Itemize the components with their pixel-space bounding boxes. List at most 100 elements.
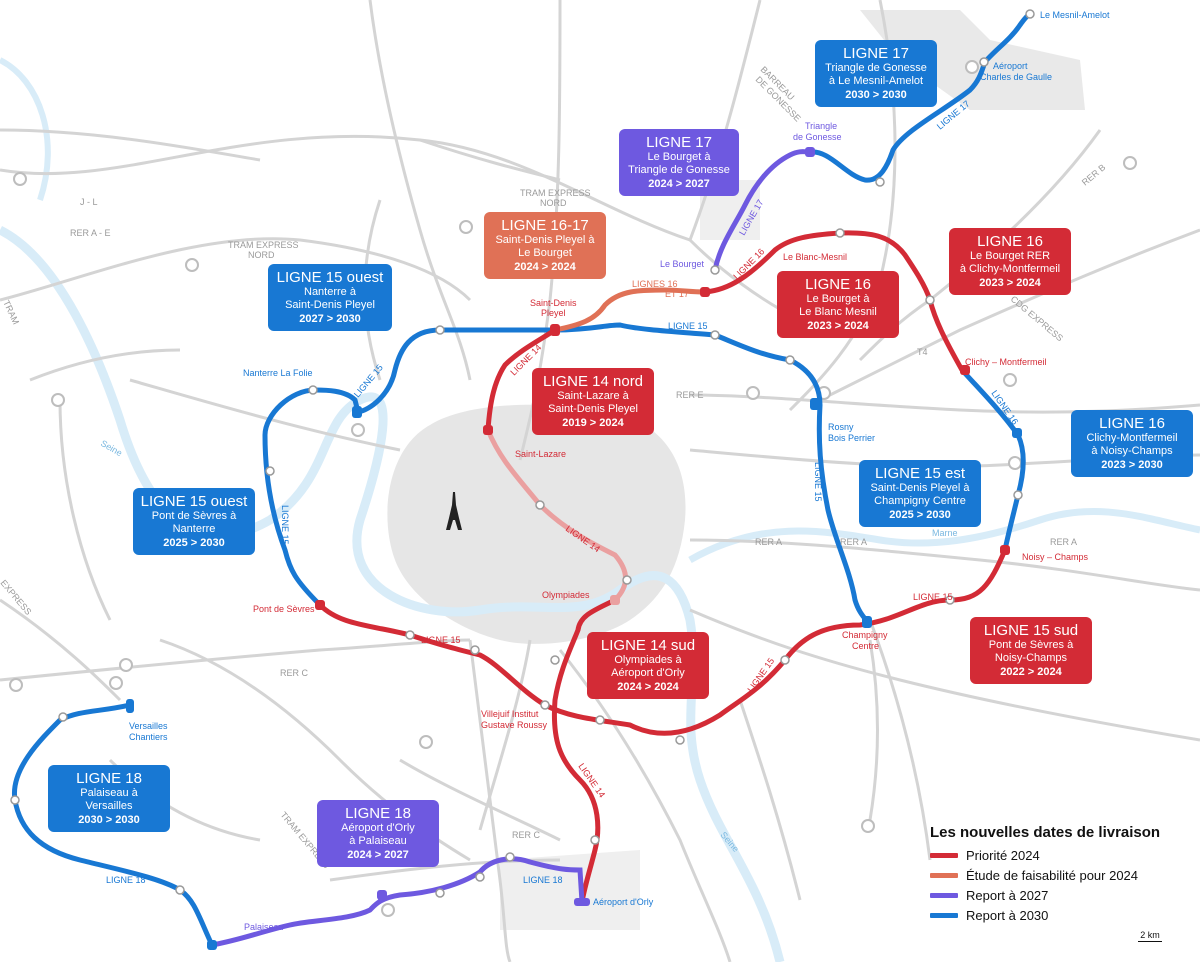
legend-item-priority: Priorité 2024 [930,845,1190,865]
card-l16-bourget-rer: LIGNE 16 Le Bourget RER à Clichy-Montfer… [949,228,1071,295]
card-dates: 2023 > 2024 [807,320,869,332]
station-triangle-2: de Gonesse [793,132,842,142]
scale-bar: 2 km [1138,930,1162,942]
line-label-1617-b: ET 17 [665,289,689,299]
card-sub: Le Bourget à [806,293,870,305]
ligne1617-track [554,287,706,333]
paris-area [387,404,686,644]
card-sub: à Clichy-Montfermeil [959,263,1061,275]
legend-swatch [930,892,958,898]
tram-express-nord-label-b: TRAM EXPRESS [228,240,299,250]
station-saint-denis: Saint-Denis [530,298,577,308]
station-le-bourget: Le Bourget [660,259,705,269]
card-sub: Le Blanc Mesnil [799,306,877,318]
ligne14-central-track [485,429,628,602]
card-l15-ouest-nord: LIGNE 15 ouest Nanterre à Saint-Denis Pl… [268,264,392,331]
rer-e-label: RER E [676,390,704,400]
t4-label: T4 [917,347,928,357]
ligne17-purple-track [712,149,811,271]
card-title: LIGNE 15 ouest [276,269,384,286]
card-l14-sud: LIGNE 14 sud Olympiades à Aéroport d'Orl… [587,632,709,699]
card-dates: 2024 > 2027 [648,178,710,190]
line-label-1617-a: LIGNES 16 [632,279,678,289]
card-l14-nord: LIGNE 14 nord Saint-Lazare à Saint-Denis… [532,368,654,435]
card-sub: Pont de Sèvres à [151,510,237,522]
scale-label: 2 km [1140,930,1160,940]
card-l1617: LIGNE 16-17 Saint-Denis Pleyel à Le Bour… [484,212,606,279]
line-label-15-sud-e: LIGNE 15 [913,592,953,602]
card-dates: 2019 > 2024 [562,417,624,429]
legend-swatch [930,872,958,878]
card-sub: Noisy-Champs [994,652,1068,664]
card-sub: Saint-Lazare à [557,390,629,402]
legend-title: Les nouvelles dates de livraison [930,824,1161,841]
card-sub: Triangle de Gonesse [628,164,730,176]
legend-label: Report à 2027 [966,887,1049,903]
card-dates: 2025 > 2030 [889,509,951,521]
card-sub: Le Bourget [518,247,572,259]
station-versailles: Versailles [129,721,168,731]
station-pont-sevres: Pont de Sèvres [253,604,315,614]
ligne16-red-track [704,230,965,372]
ligne17-blue-track [809,11,1032,183]
card-sub: Aéroport d'Orly [611,667,685,679]
card-l16-clichy-noisy: LIGNE 16 Clichy-Montfermeil à Noisy-Cham… [1071,410,1193,477]
card-sub: Saint-Denis Pleyel à [495,234,595,246]
line-label-15-west: LIGNE 15 [280,505,290,545]
legend-swatch [930,852,958,858]
card-dates: 2030 > 2030 [845,89,907,101]
line-label-18-purple: LIGNE 18 [523,875,563,885]
rer-a-label-2: RER A [755,537,782,547]
card-l15-sud: LIGNE 15 sud Pont de Sèvres à Noisy-Cham… [970,617,1092,684]
legend-swatch [930,912,958,918]
card-title: LIGNE 15 est [874,465,966,482]
eiffel-tower-icon [446,492,462,530]
card-sub: Saint-Denis Pleyel [548,403,638,415]
station-olympiades: Olympiades [542,590,590,600]
ligne15-est-track [554,322,868,622]
card-dates: 2022 > 2024 [1000,666,1062,678]
orly-area [500,850,640,930]
card-dates: 2030 > 2030 [78,814,140,826]
interchange-stations [126,147,1022,950]
card-dates: 2027 > 2030 [299,313,361,325]
card-sub: Aéroport d'Orly [341,822,415,834]
station-noisy: Noisy – Champs [1022,552,1089,562]
station-cdg-2: Charles de Gaulle [980,72,1052,82]
card-sub: Le Bourget à [647,151,711,163]
card-dates: 2023 > 2024 [979,277,1041,289]
rer-b-label: RER B [1080,162,1108,187]
legend-item-2030: Report à 2030 [930,905,1190,925]
rer-a-e-label: RER A - E [70,228,111,238]
card-sub: Nanterre [172,523,216,535]
card-l15-est: LIGNE 15 est Saint-Denis Pleyel à Champi… [859,460,981,527]
legend-label: Priorité 2024 [966,847,1040,863]
station-saint-lazare: Saint-Lazare [515,449,566,459]
line-label-18-blue: LIGNE 18 [106,875,146,885]
line-label-15-east: LIGNE 15 [813,462,823,502]
card-sub: Saint-Denis Pleyel [285,299,375,311]
card-dates: 2024 > 2024 [514,261,576,273]
card-title: LIGNE 14 nord [542,373,644,390]
station-palaiseau: Palaiseau [244,922,284,932]
line-label-15-sud: LIGNE 15 [421,635,461,645]
station-mesnil-amelot: Le Mesnil-Amelot [1040,10,1110,20]
card-sub: Nanterre à [304,286,356,298]
tram-express-nord-label-2: NORD [540,198,567,208]
card-dates: 2023 > 2030 [1101,459,1163,471]
card-dates: 2025 > 2030 [163,537,225,549]
card-sub: à Le Mesnil-Amelot [828,75,924,87]
station-clichy: Clichy – Montfermeil [965,357,1047,367]
station-rosny-2: Bois Perrier [828,433,875,443]
ligne16-blue-track [960,368,1026,551]
ligne15-sud-track [318,549,1008,736]
station-labels: Le Mesnil-Amelot Aéroport Charles de Gau… [129,10,1110,932]
card-dates: 2024 > 2024 [617,681,679,693]
tram-label: TRAM [1,299,21,326]
station-triangle: Triangle [805,121,837,131]
ligne18-purple-track [211,856,585,948]
card-l18-palaiseau-versailles: LIGNE 18 Palaiseau à Versailles 2030 > 2… [48,765,170,832]
card-l17-gonesse-mesnil: LIGNE 17 Triangle de Gonesse à Le Mesnil… [815,40,937,107]
card-sub: Le Bourget RER [969,250,1051,262]
